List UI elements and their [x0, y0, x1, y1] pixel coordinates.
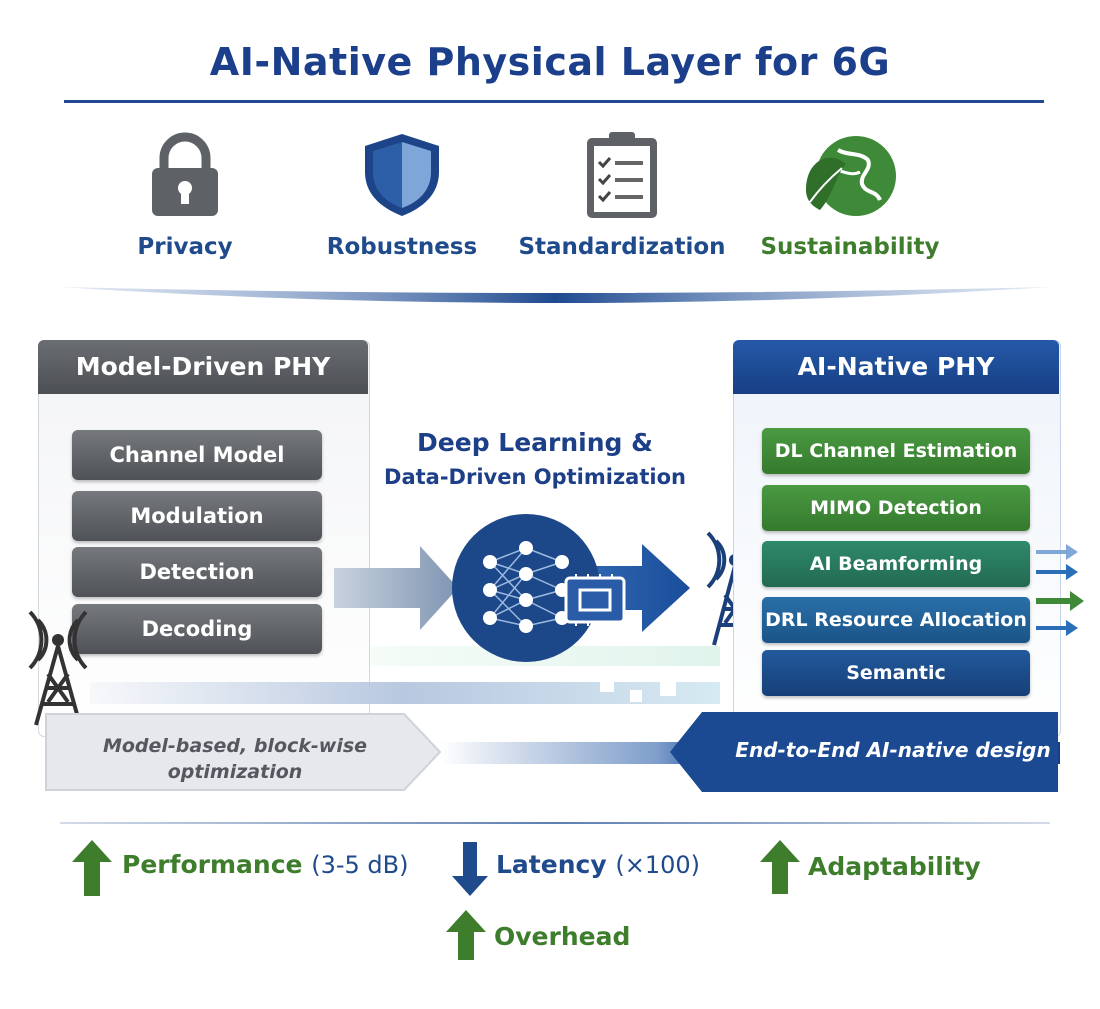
footer-line: optimization [167, 761, 303, 783]
arrow-up-icon [72, 840, 112, 896]
section-divider [60, 287, 1050, 303]
arrow-up-icon [760, 840, 800, 894]
block-channel-model: Channel Model [72, 430, 322, 480]
arrow-up-icon [446, 910, 486, 960]
globe-leaf-icon [806, 136, 896, 216]
pillar-label: Privacy [137, 234, 233, 260]
shield-icon [365, 134, 439, 216]
ai-native-footer-arrow [440, 712, 1060, 792]
metrics-divider [60, 822, 1050, 824]
pillar-robustness: Robustness [292, 130, 512, 260]
data-pixel [630, 690, 642, 702]
chip-icon [564, 574, 626, 626]
model-driven-footer: Model-based, block-wise optimization [70, 733, 400, 785]
ai-native-footer: End-to-End AI-native design [735, 738, 1051, 762]
block-dl-channel-estimation: DL Channel Estimation [762, 428, 1030, 474]
data-stream-band [90, 682, 720, 704]
metric-detail: (3-5 dB) [311, 851, 409, 879]
pillar-label: Sustainability [760, 234, 940, 260]
block-detection: Detection [72, 547, 322, 597]
metric-performance: Performance (3-5 dB) [72, 840, 432, 896]
block-decoding: Decoding [72, 604, 322, 654]
metric-label: Overhead [494, 922, 631, 951]
transformation-graphic [334, 514, 690, 662]
model-driven-footer-arrow [45, 713, 442, 791]
metric-label: Performance [122, 850, 303, 879]
pillar-privacy: Privacy [75, 130, 295, 260]
ai-native-title: AI-Native PHY [733, 340, 1059, 394]
pillar-sustainability: Sustainability [740, 130, 960, 260]
block-modulation: Modulation [72, 491, 322, 541]
metric-adaptability: Adaptability [760, 840, 1010, 896]
metric-label: Latency [496, 850, 607, 879]
metric-label: Adaptability [808, 852, 981, 881]
block-drl-resource-allocation: DRL Resource Allocation [762, 597, 1030, 643]
cell-tower-icon [28, 610, 88, 726]
pillar-label: Standardization [518, 234, 726, 260]
block-mimo-detection: MIMO Detection [762, 485, 1030, 531]
lock-icon [152, 132, 218, 216]
data-pixel [600, 678, 614, 692]
output-arrows [1036, 544, 1084, 636]
footer-line: Model-based, block-wise [102, 735, 368, 757]
metric-detail: (×100) [615, 851, 700, 879]
block-semantic-communication: Semantic Communication [762, 650, 1030, 730]
metric-overhead: Overhead [446, 910, 696, 966]
page-title: AI-Native Physical Layer for 6G [209, 40, 891, 84]
center-caption: Deep Learning & Data-Driven Optimization [350, 428, 720, 489]
clipboard-checklist-icon [587, 132, 657, 218]
block-ai-beamforming: AI Beamforming [762, 541, 1030, 587]
pillar-label: Robustness [326, 234, 478, 260]
data-pixel [660, 680, 676, 696]
title-underline [64, 100, 1044, 103]
metric-latency: Latency (×100) [452, 842, 752, 898]
pillar-standardization: Standardization [512, 130, 732, 260]
arrow-down-icon [452, 842, 488, 896]
model-driven-title: Model-Driven PHY [38, 340, 368, 394]
center-caption-line: Data-Driven Optimization [384, 465, 686, 489]
center-caption-line: Deep Learning & [417, 428, 653, 457]
